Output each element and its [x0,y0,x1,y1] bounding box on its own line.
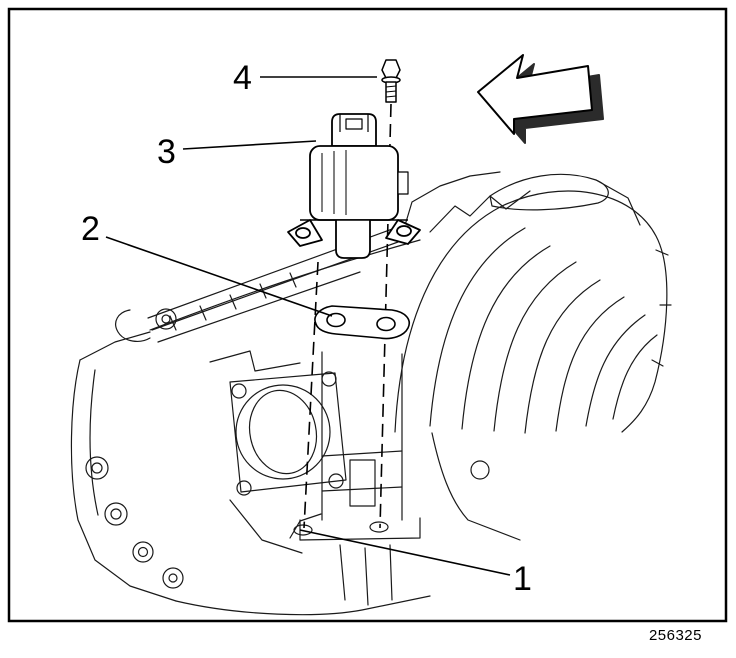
engine-line-art [70,171,672,616]
egr-gasket [314,305,410,340]
figure-number: 256325 [648,627,702,644]
direction-arrow-icon [477,54,604,144]
engine-block [70,331,431,616]
egr-bolt [381,59,401,103]
callout-label-1: 1 [513,560,532,598]
callout-label-4: 4 [233,59,252,97]
intake-manifold [394,171,672,434]
leader-line-1 [299,529,511,576]
callout-label-2: 2 [81,210,100,248]
callout-label-3: 3 [157,133,176,171]
egr-valve [287,113,421,259]
leader-lines [105,76,511,576]
leader-line-2 [105,236,333,317]
throttle-body [209,350,347,496]
leader-line-3 [182,140,317,150]
